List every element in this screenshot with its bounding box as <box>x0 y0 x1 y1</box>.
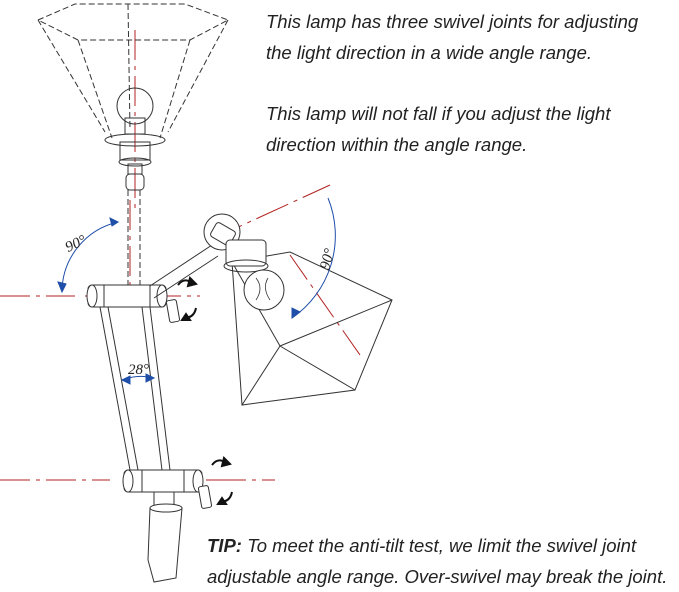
top-angle-label: 90° <box>63 232 89 255</box>
clamp-base <box>147 503 183 583</box>
tip-text: To meet the anti-tilt test, we limit the… <box>241 535 637 556</box>
lower-swivel-joint <box>122 469 213 509</box>
description-swivel-joints: This lamp has three swivel joints for ad… <box>266 6 676 68</box>
arm-angle-label: 28° <box>128 362 149 378</box>
description-line: the light direction in a wide angle rang… <box>266 42 593 63</box>
tip-text-line2: adjustable angle range. Over-swivel may … <box>207 566 668 587</box>
description-line: This lamp has three swivel joints for ad… <box>266 11 639 32</box>
description-line: This lamp will not fall if you adjust th… <box>266 103 611 124</box>
tip-note: TIP: To meet the anti-tilt test, we limi… <box>207 530 679 592</box>
upper-swivel-joint <box>86 284 181 323</box>
top-bulb <box>104 87 166 191</box>
top-lamp-shade <box>36 3 230 139</box>
angle-dimensions <box>57 197 336 385</box>
lower-arm <box>99 306 171 471</box>
right-angle-label: 90° <box>317 247 338 271</box>
vertical-stem <box>127 190 141 285</box>
tip-label: TIP: <box>207 535 242 556</box>
right-lamp-shade <box>223 239 393 406</box>
description-line: direction within the angle range. <box>266 134 528 155</box>
rotation-arrow-icons <box>177 276 233 505</box>
description-no-fall: This lamp will not fall if you adjust th… <box>266 98 676 160</box>
